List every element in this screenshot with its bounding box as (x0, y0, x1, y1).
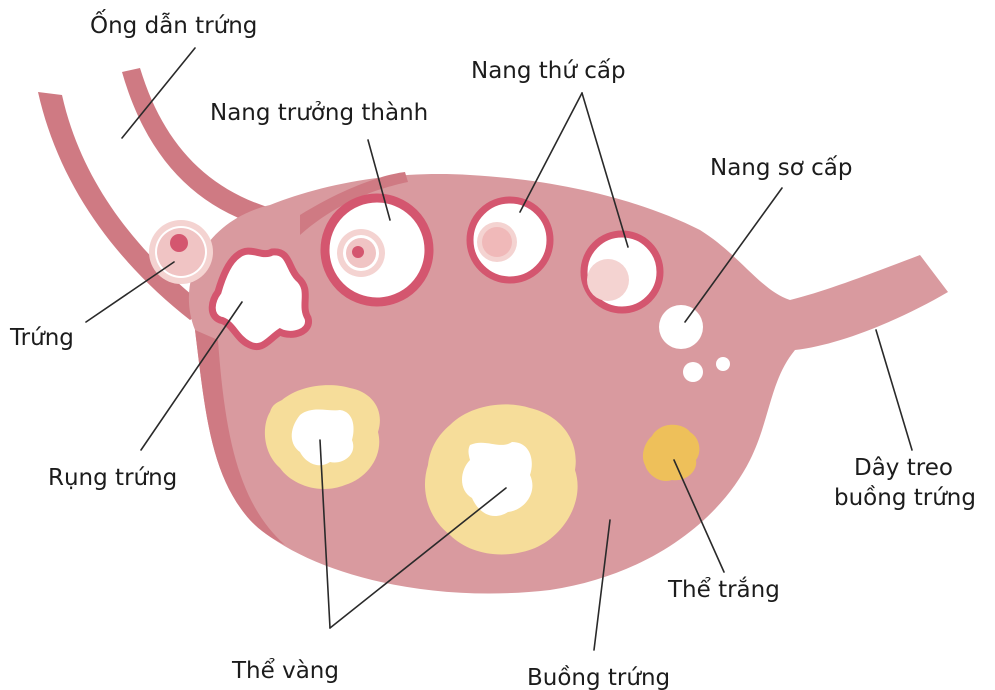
secondary-follicle-2 (584, 234, 660, 310)
label-oviduct: Ống dẫn trứng (90, 9, 257, 39)
ovary-body (189, 172, 948, 594)
label-ovulation: Rụng trứng (48, 465, 177, 491)
mature-follicle (325, 198, 429, 302)
label-corpus-luteum: Thể vàng (231, 658, 339, 684)
egg-cell (149, 220, 213, 284)
label-secondary-follicle: Nang thứ cấp (471, 58, 626, 84)
label-mature-follicle: Nang trưởng thành (210, 100, 428, 126)
label-ligament-line2: buồng trứng (834, 485, 976, 511)
label-corpus-albicans: Thể trắng (667, 576, 780, 603)
label-egg: Trứng (9, 325, 74, 351)
label-ligament-line1: Dây treo (854, 455, 953, 481)
leader-ligament (876, 330, 912, 450)
label-ovary: Buồng trứng (527, 665, 670, 690)
label-primary-follicle: Nang sơ cấp (710, 155, 853, 181)
corpus-luteum-large (425, 404, 578, 554)
secondary-follicle-1 (470, 200, 550, 280)
